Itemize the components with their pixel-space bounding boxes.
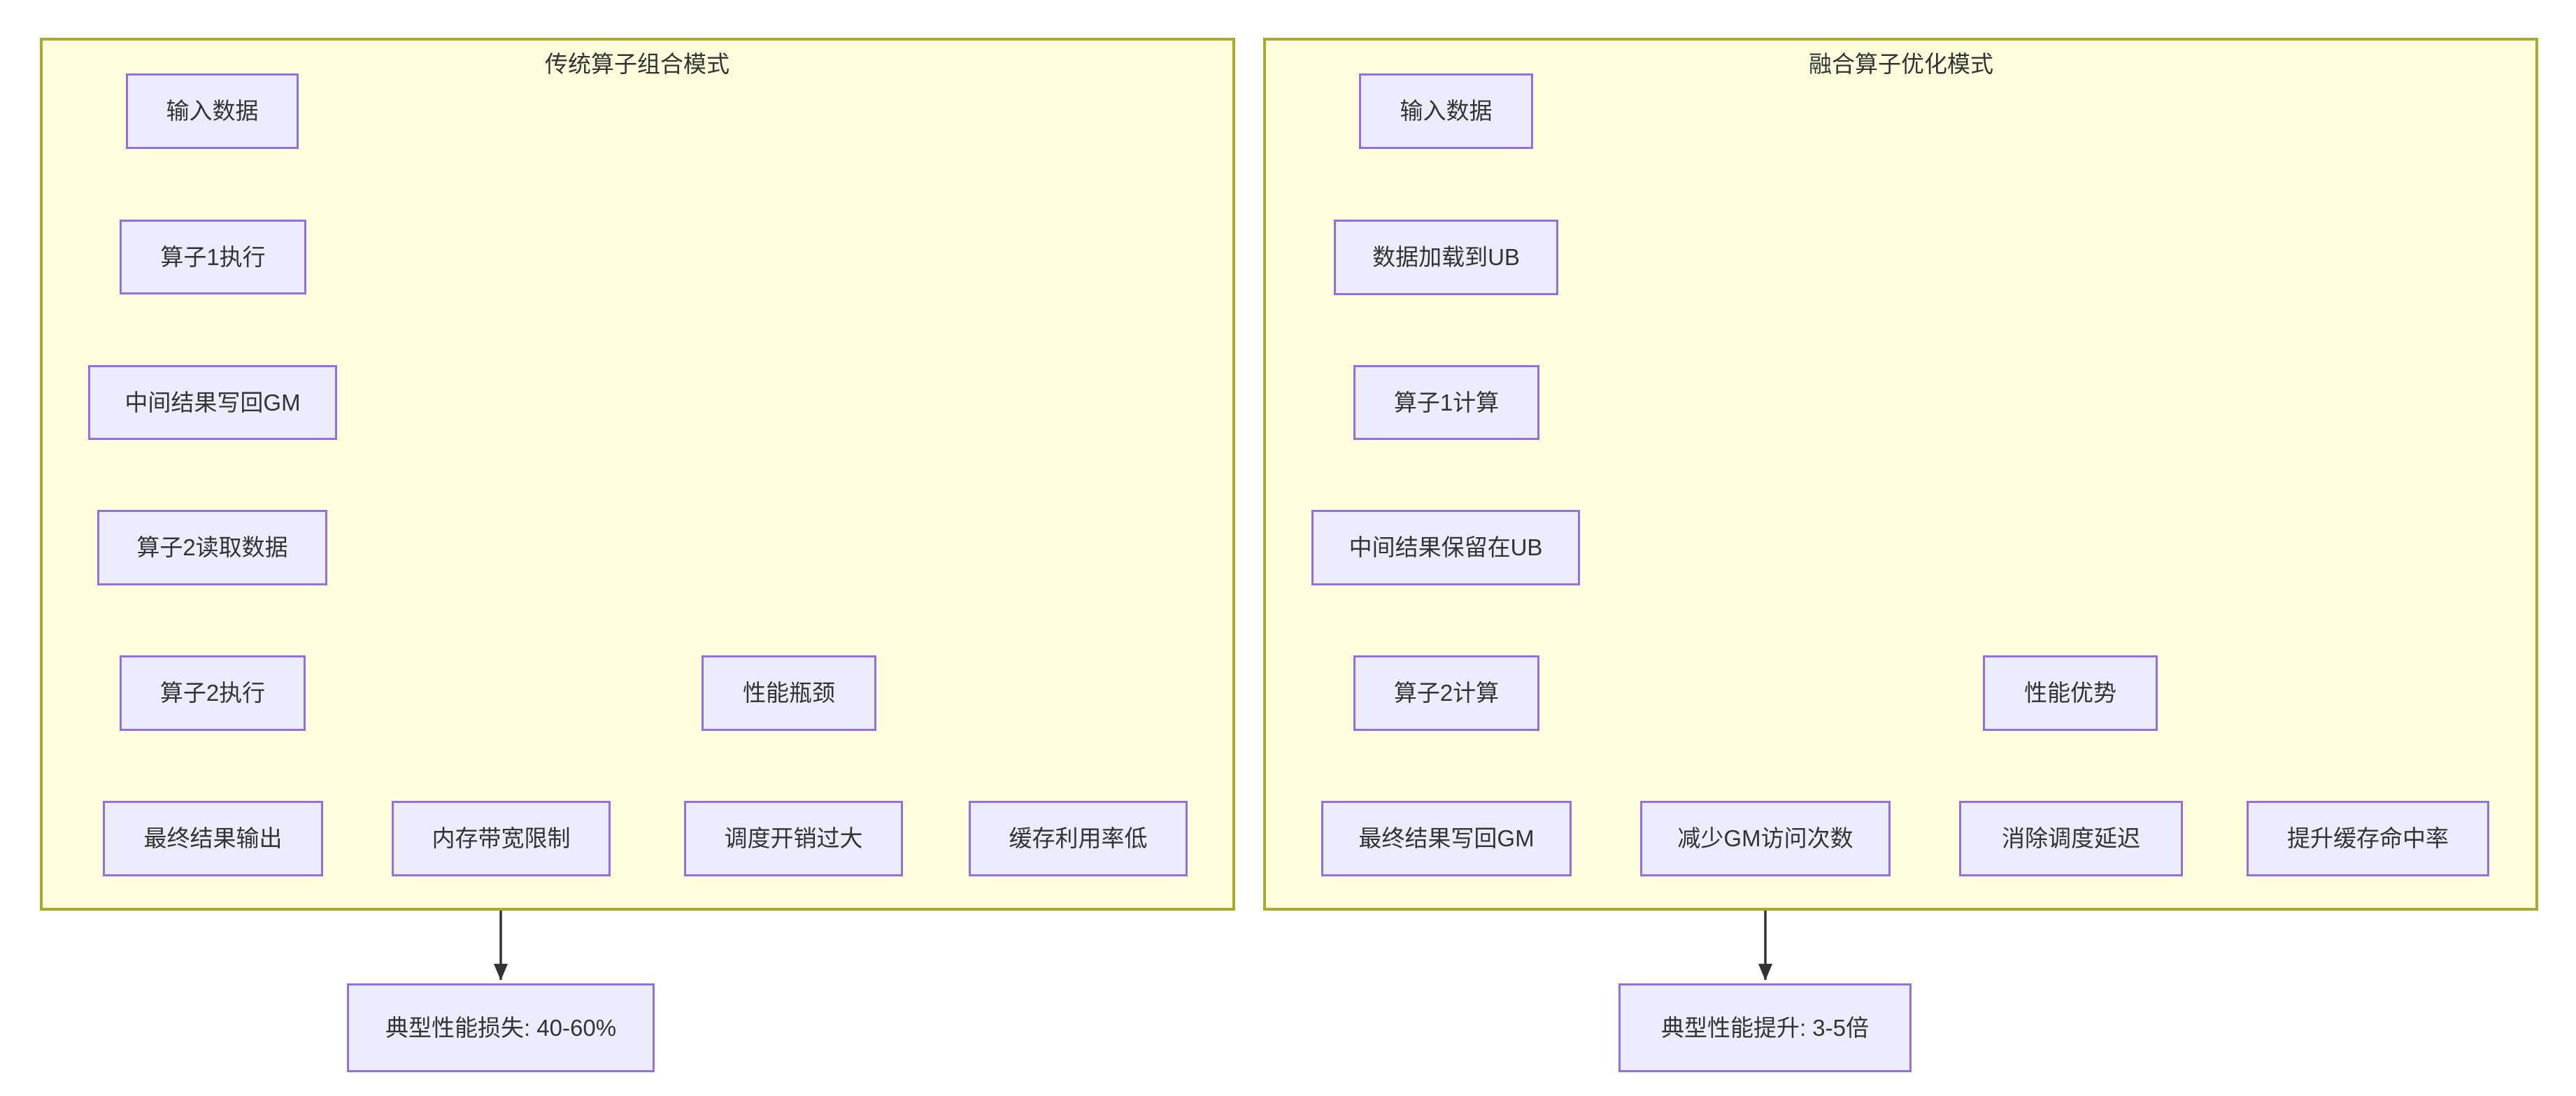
node-trad-write-gm: 中间结果写回GM bbox=[88, 365, 337, 440]
node-sched-overhead: 调度开销过大 bbox=[684, 801, 903, 876]
cluster-frame-0 bbox=[40, 38, 1235, 911]
node-advantage: 性能优势 bbox=[1983, 655, 2158, 731]
node-fused-op2-calc: 算子2计算 bbox=[1353, 655, 1539, 731]
node-fused-load-ub: 数据加载到UB bbox=[1334, 220, 1558, 295]
node-cache-hit-up: 提升缓存命中率 bbox=[2247, 801, 2489, 876]
cluster-title-1: 融合算子优化模式 bbox=[1809, 51, 1993, 77]
node-fused-input: 输入数据 bbox=[1359, 73, 1533, 149]
cluster-frame-1 bbox=[1263, 38, 2538, 911]
node-fused-keep-ub: 中间结果保留在UB bbox=[1311, 510, 1580, 585]
node-trad-input: 输入数据 bbox=[126, 73, 299, 149]
node-no-sched-delay: 消除调度延迟 bbox=[1959, 801, 2183, 876]
node-mem-bandwidth: 内存带宽限制 bbox=[392, 801, 611, 876]
node-trad-final-output: 最终结果输出 bbox=[103, 801, 323, 876]
node-fused-op1-calc: 算子1计算 bbox=[1353, 365, 1539, 440]
node-trad-op2-exec: 算子2执行 bbox=[120, 655, 306, 731]
cluster-title-0: 传统算子组合模式 bbox=[545, 51, 730, 77]
node-trad-op1-exec: 算子1执行 bbox=[120, 220, 306, 294]
node-less-gm-access: 减少GM访问次数 bbox=[1640, 801, 1891, 876]
node-bottleneck: 性能瓶颈 bbox=[702, 655, 876, 731]
node-trad-op2-read: 算子2读取数据 bbox=[97, 510, 327, 585]
node-cache-low: 缓存利用率低 bbox=[969, 801, 1188, 876]
node-fused-write-gm: 最终结果写回GM bbox=[1321, 801, 1572, 876]
node-perf-loss: 典型性能损失: 40-60% bbox=[347, 983, 655, 1072]
node-perf-gain: 典型性能提升: 3-5倍 bbox=[1618, 983, 1912, 1072]
